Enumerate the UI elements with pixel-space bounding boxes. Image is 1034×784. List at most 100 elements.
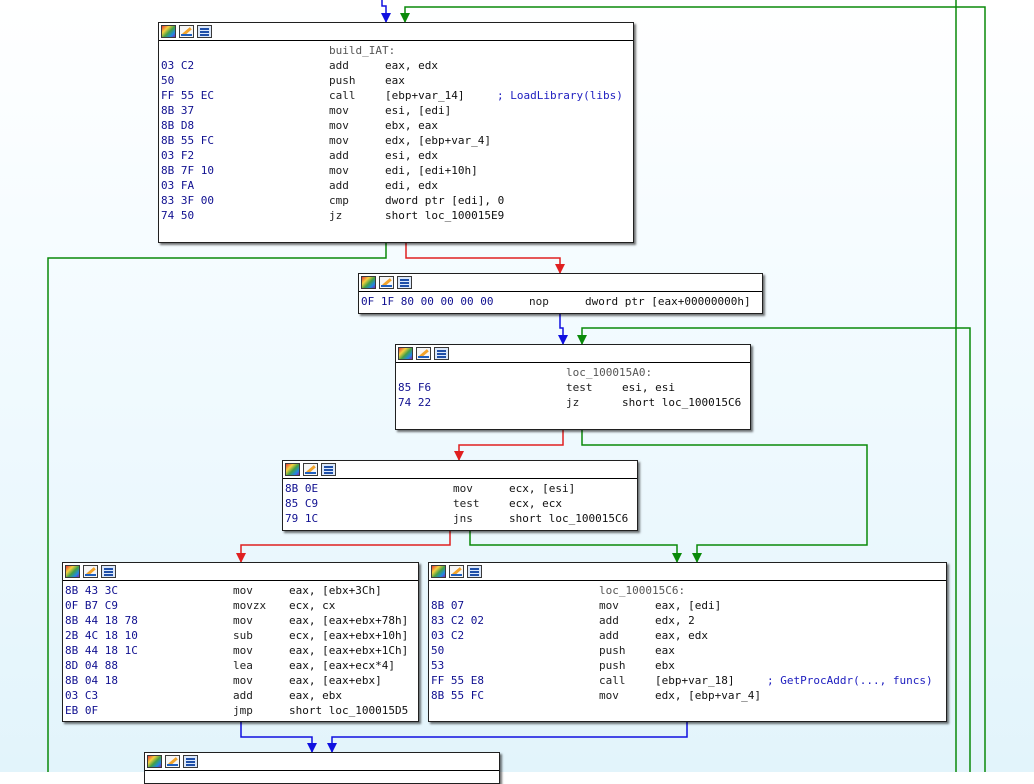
color-node-icon[interactable]	[431, 565, 446, 578]
operands: dword ptr [eax+00000000h]	[585, 295, 751, 308]
operands: ebx	[655, 659, 675, 672]
group-nodes-icon[interactable]	[197, 25, 212, 38]
opcode-bytes: 03 C2	[431, 629, 465, 642]
code-label: loc_100015C6:	[599, 584, 686, 597]
node-code: 0F 1F 80 00 00 00 00 nop dword ptr [eax+00…	[359, 292, 762, 312]
opcode-bytes: 0F B7 C9	[65, 599, 118, 612]
rename-node-icon[interactable]	[179, 25, 194, 38]
operands: eax	[655, 644, 675, 657]
mnemonic: mov	[329, 104, 349, 117]
node-toolbar	[63, 563, 418, 581]
opcode-bytes: 0F 1F 80 00 00 00 00	[361, 295, 494, 308]
edge-n5-n7	[240, 721, 317, 753]
operands: edx, [ebp+var_4]	[385, 134, 491, 147]
operands: eax, edx	[655, 629, 708, 642]
code-block-next[interactable]	[144, 752, 500, 784]
opcode-bytes: 8B 37	[161, 104, 195, 117]
code-block-nop[interactable]: 0F 1F 80 00 00 00 00 nop dword ptr [eax+00…	[358, 273, 763, 314]
group-nodes-icon[interactable]	[397, 276, 412, 289]
color-node-icon[interactable]	[65, 565, 80, 578]
group-nodes-icon[interactable]	[434, 347, 449, 360]
opcode-bytes: 8B 04 18	[65, 674, 118, 687]
operands: ebx, eax	[385, 119, 438, 132]
mnemonic: test	[566, 381, 593, 394]
mnemonic: mov	[453, 482, 473, 495]
edge-n4-true	[469, 530, 682, 563]
mnemonic: movzx	[233, 599, 267, 612]
group-nodes-icon[interactable]	[321, 463, 336, 476]
asm-line[interactable]: 0F 1F 80 00 00 00 00 nop dword ptr [eax+00…	[361, 294, 762, 309]
color-node-icon[interactable]	[161, 25, 176, 38]
group-nodes-icon[interactable]	[467, 565, 482, 578]
opcode-bytes: 8B 0E	[285, 482, 319, 495]
rename-node-icon[interactable]	[83, 565, 98, 578]
node-toolbar	[359, 274, 762, 292]
rename-node-icon[interactable]	[449, 565, 464, 578]
opcode-bytes: 03 FA	[161, 179, 195, 192]
operands: ecx, cx	[289, 599, 336, 612]
mnemonic: mov	[233, 644, 253, 657]
opcode-bytes: 83 3F 00	[161, 194, 214, 207]
group-nodes-icon[interactable]	[101, 565, 116, 578]
asm-line[interactable]: loc_100015C6:	[431, 583, 946, 598]
color-node-icon[interactable]	[147, 755, 162, 768]
asm-line[interactable]: 0F B7 C9 movzx ecx, cx	[65, 598, 418, 613]
opcode-bytes: 74 50	[161, 209, 195, 222]
rename-node-icon[interactable]	[165, 755, 180, 768]
mnemonic: nop	[529, 295, 549, 308]
color-node-icon[interactable]	[361, 276, 376, 289]
rename-node-icon[interactable]	[379, 276, 394, 289]
rename-node-icon[interactable]	[416, 347, 431, 360]
rename-node-icon[interactable]	[303, 463, 318, 476]
mnemonic: jns	[453, 512, 473, 525]
node-toolbar	[145, 753, 499, 771]
opcode-bytes: 03 F2	[161, 149, 195, 162]
opcode-bytes: 74 22	[398, 396, 432, 409]
mnemonic: mov	[329, 119, 349, 132]
color-node-icon[interactable]	[398, 347, 413, 360]
opcode-bytes: 8D 04 88	[65, 659, 118, 672]
asm-line[interactable]: loc_100015A0:	[398, 365, 750, 380]
color-node-icon[interactable]	[285, 463, 300, 476]
asm-line[interactable]: build_IAT:	[161, 43, 633, 58]
operands: eax, [eax+ecx*4]	[289, 659, 395, 672]
group-nodes-icon[interactable]	[183, 755, 198, 768]
